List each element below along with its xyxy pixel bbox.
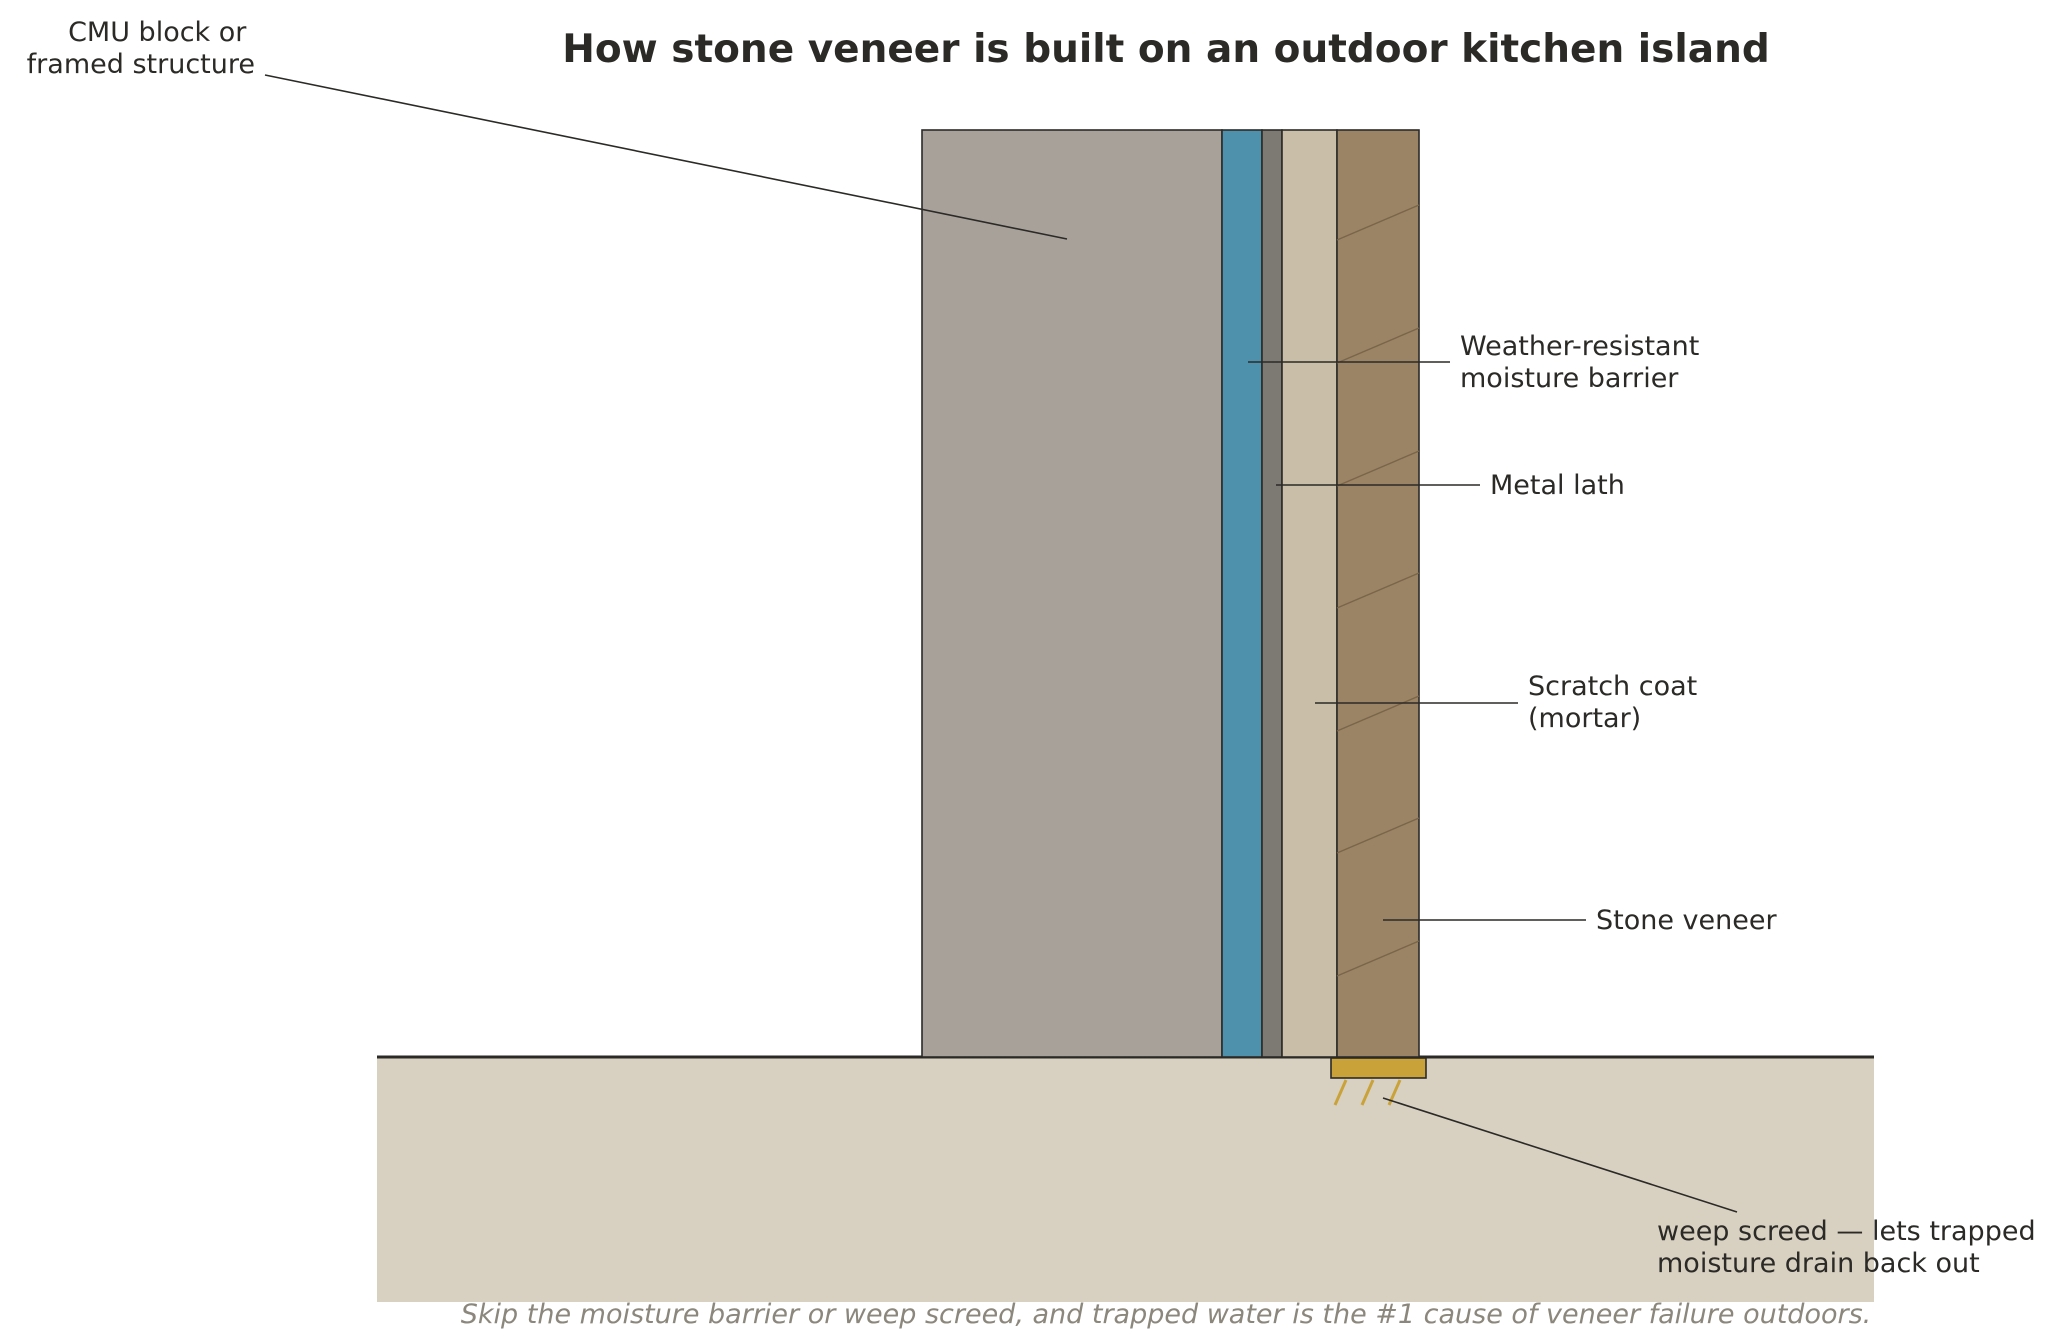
moisture-barrier-layer	[1221, 129, 1263, 1058]
stone-texture	[1336, 204, 1420, 977]
scratch-label-line-2: (mortar)	[1528, 703, 1641, 734]
ground-slab	[377, 1057, 1874, 1302]
lath-label-line-1: Metal lath	[1490, 470, 1625, 501]
weep-label-line-2: moisture drain back out	[1657, 1248, 1980, 1279]
stone-label: Stone veneer	[1596, 905, 1777, 936]
cmu-label-line-1: CMU block or	[68, 17, 247, 48]
weep-label-line-1: weep screed — lets trapped	[1657, 1216, 2036, 1247]
barrier-label-line-2: moisture barrier	[1460, 363, 1679, 394]
lath-label: Metal lath	[1490, 470, 1625, 501]
barrier-label: Weather-resistant moisture barrier	[1460, 331, 1708, 394]
stone-label-line-1: Stone veneer	[1596, 905, 1777, 936]
weep-label: weep screed — lets trapped moisture drai…	[1657, 1216, 2044, 1279]
metal-lath-layer	[1261, 129, 1283, 1058]
weep-screed	[1330, 1057, 1427, 1079]
scratch-label: Scratch coat (mortar)	[1528, 671, 1706, 734]
cmu-leader-line	[264, 74, 1068, 240]
stone-veneer-layer	[1336, 129, 1420, 1058]
scratch-coat-layer	[1281, 129, 1338, 1058]
cmu-label: CMU block or framed structure	[27, 17, 255, 80]
diagram-caption: Skip the moisture barrier or weep screed…	[461, 1299, 1871, 1330]
cmu-label-line-2: framed structure	[27, 49, 255, 80]
barrier-label-line-1: Weather-resistant	[1460, 331, 1699, 362]
scratch-label-line-1: Scratch coat	[1528, 671, 1697, 702]
cmu-block-layer	[921, 129, 1223, 1058]
weep-leader-line	[1382, 1097, 1738, 1213]
diagram-title: How stone veneer is built on an outdoor …	[562, 27, 1770, 72]
